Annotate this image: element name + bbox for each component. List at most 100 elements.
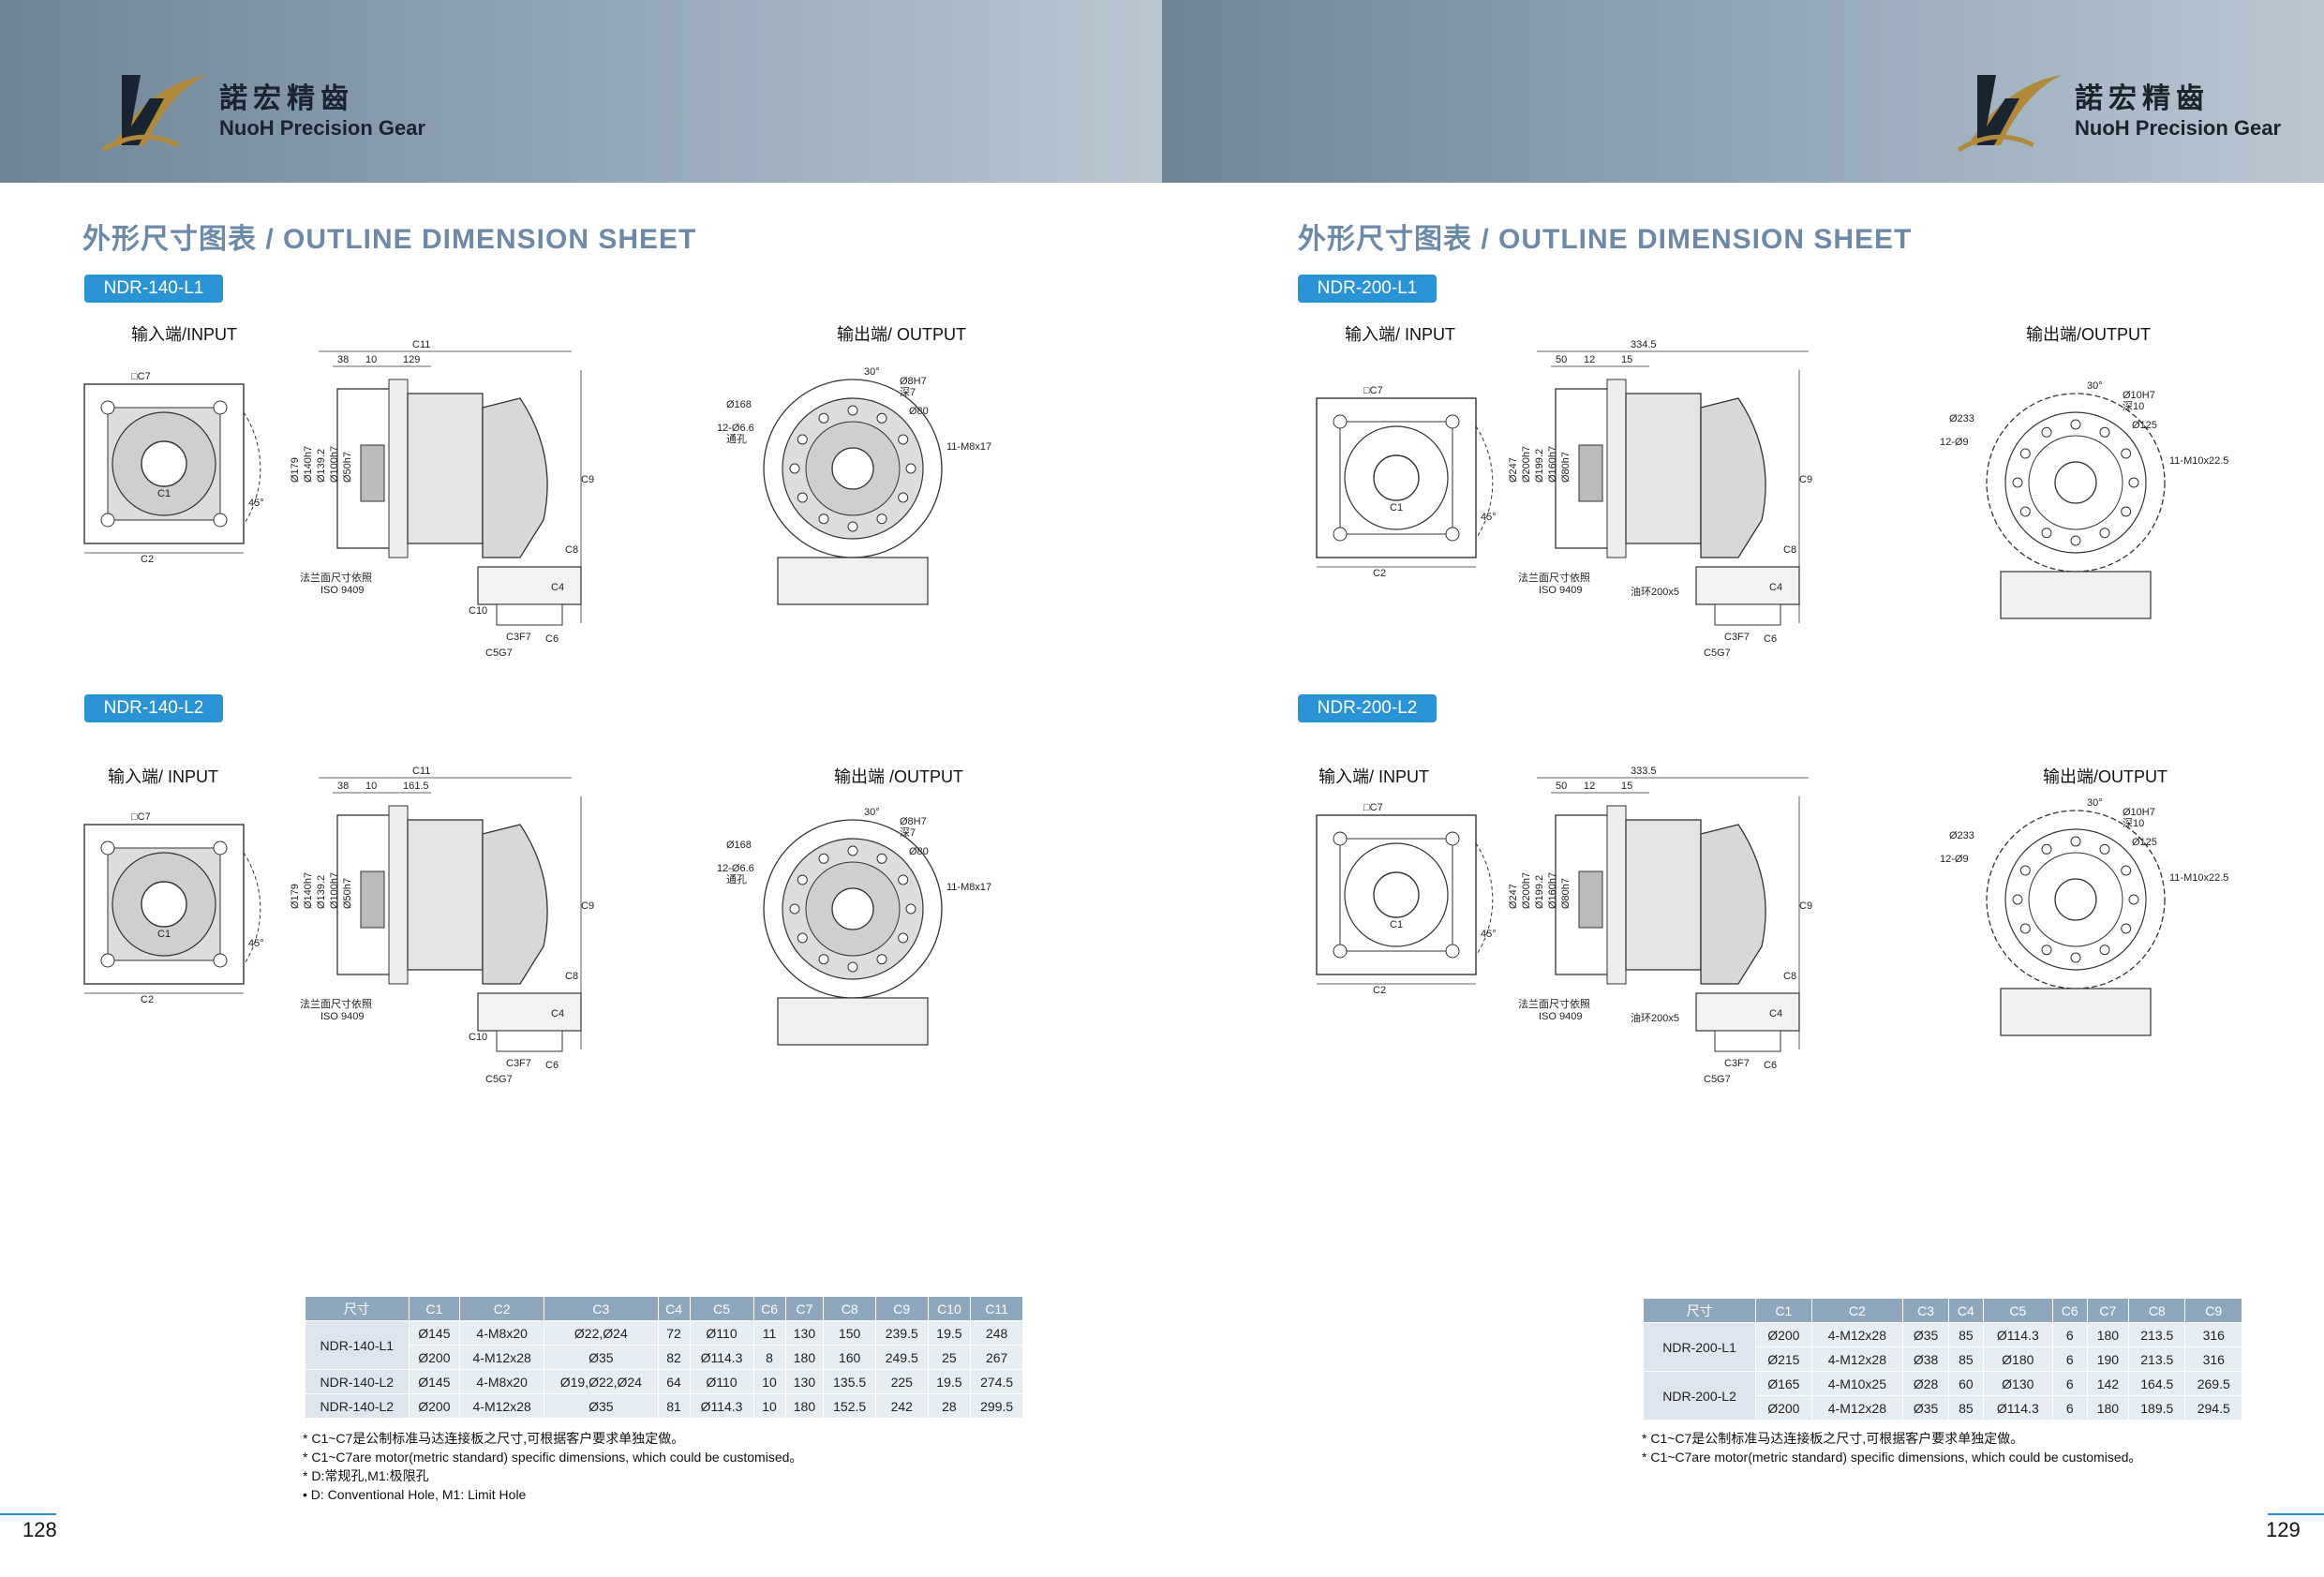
table-cell: 4-M12x28 [1810,1322,1904,1347]
output-mid-circle [2004,828,2147,971]
table-cell: Ø215 [1755,1346,1812,1372]
table-header-cell: C5 [689,1296,754,1321]
table-cell: Ø114.3 [1982,1395,2053,1421]
dim-c3: C3F7 [506,1058,531,1069]
mount-hole-icon [1333,527,1348,542]
left-page-number: 128 [22,1518,57,1541]
dim-flange-width: 50 [1556,781,1567,792]
output-shaft [496,1030,563,1052]
dim-c9: C9 [581,900,594,912]
dim-phi140: Ø140h7 [303,446,314,483]
dim-through-holes: 12-Ø9 [1940,854,1969,865]
table-cell: Ø22,Ø24 [544,1320,659,1346]
dim-angle-30: 30° [864,807,880,818]
mount-hole-icon [1445,414,1460,429]
dim-tapped-holes: 11-M10x22.5 [2169,872,2228,884]
table-cell: 316 [2184,1346,2242,1372]
dim-c3: C3F7 [506,632,531,643]
mount-hole-icon [1445,527,1460,542]
dim-phi200: Ø200h7 [1521,872,1532,909]
table-cell: 4-M12x28 [1810,1395,1904,1421]
table-header-cell: C3 [544,1296,659,1321]
input-shaft-hole [1373,454,1420,501]
output-shaft [496,603,563,626]
table-cell: Ø114.3 [689,1393,754,1419]
table-header-cell: C7 [784,1296,825,1321]
dim-c6: C6 [545,633,559,645]
dim-angle-30: 30° [2087,797,2103,809]
output-bolt-hole-icon [2121,448,2132,459]
dim-angle-45: 45° [248,938,264,949]
dim-c8: C8 [1783,544,1796,556]
output-bolt-hole-icon [898,932,909,944]
flange-plate [388,379,409,558]
output-bolt-hole-icon [2128,477,2139,488]
brand-name-cn: 諾宏精齒 [2075,82,2210,115]
output-bolt-hole-icon [2070,419,2081,430]
input-square-outline [1316,397,1477,558]
table-cell: Ø200 [1755,1395,1812,1421]
input-square-outline [83,824,245,985]
output-bolt-hole-icon [2128,894,2139,905]
dim-tapped-holes: 11-M8x17 [946,882,991,893]
output-bolt-hole-icon [2019,448,2031,459]
output-bolt-hole-icon [2070,535,2081,546]
table-cell: Ø145 [408,1369,461,1394]
table-header-cell: C8 [823,1296,876,1321]
flange-plate [1606,805,1627,985]
model-tag: NDR-140-L2 [84,694,223,722]
dim-outer-dia: Ø233 [1949,830,1974,841]
dim-c5: C5G7 [1704,1074,1731,1085]
left-notes: * C1~C7是公制标准马达连接板之尺寸,可根据客户要求单独定做。* C1~C7… [303,1429,802,1504]
output-bolt-hole-icon [876,412,887,424]
table-cell: Ø180 [1982,1346,2053,1372]
table-cell: 85 [1947,1346,1984,1372]
footnote-line: * C1~C7是公制标准马达连接板之尺寸,可根据客户要求单独定做。 [303,1431,685,1446]
table-header-cell: 尺寸 [1642,1298,1757,1323]
dim-angle-30: 30° [2087,380,2103,392]
table-header-cell: 尺寸 [305,1296,410,1321]
footnote-line: * D:常规孔,M1:极限孔 [303,1468,429,1483]
output-center-bore [831,887,874,930]
model-tag: NDR-200-L2 [1298,694,1437,722]
table-cell: Ø28 [1902,1371,1949,1396]
output-bolt-hole-icon [818,853,829,864]
output-center-bore [2054,461,2097,504]
dim-phi140: Ø140h7 [303,872,314,909]
key-slot [360,870,385,929]
table-cell: 82 [657,1345,691,1370]
dim-phi160: Ø160h7 [1547,872,1558,909]
dim-step: 12 [1584,781,1595,792]
oil-ring-label: 油环200x5 [1631,1011,1679,1024]
table-header-cell: C6 [2051,1298,2088,1323]
right-angle-housing [1700,397,1766,558]
output-base-block [777,997,929,1046]
table-header-cell: C11 [970,1296,1023,1321]
dim-c1: C1 [1390,502,1403,513]
table-cell: 72 [657,1320,691,1346]
dim-c9: C9 [1799,900,1812,912]
table-cell: Ø130 [1982,1371,2053,1396]
output-bolt-hole-icon [2019,865,2031,876]
iso-note-cn: 法兰面尺寸依照 [300,997,372,1010]
table-cell: 135.5 [823,1369,876,1394]
input-bore-ring [1344,842,1449,947]
iso-note: ISO 9409 [1539,1011,1582,1022]
dim-flange-width: 50 [1556,354,1567,365]
output-bolt-hole-icon [789,463,800,474]
input-shaft-hole [1373,871,1420,918]
dim-phi80: Ø80h7 [1560,878,1572,909]
table-header-cell: C4 [1947,1298,1984,1323]
flange-plate [388,805,409,985]
dim-body-length: 161.5 [403,781,429,792]
dim-angle-45: 45° [1481,512,1497,523]
table-cell: 180 [2086,1322,2130,1347]
